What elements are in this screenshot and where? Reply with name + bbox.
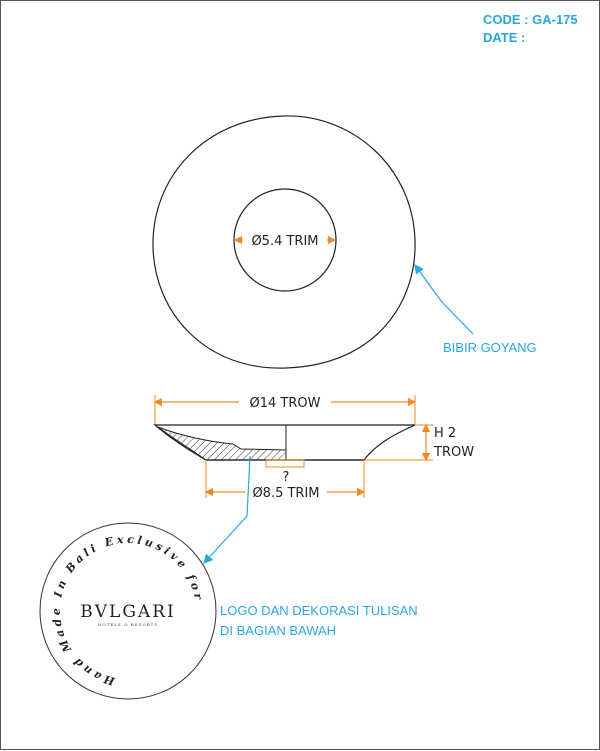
logo-view: Hand Made In Bali Exclusive for BVLGARI …: [39, 522, 418, 700]
section-view: Ø14 TROW ? H 2 TROW Ø8.5 TRIM: [153, 393, 474, 564]
code-row: CODE : GA-175: [483, 11, 578, 29]
logo-brand: BVLGARI: [80, 602, 175, 622]
outer-rim-circle: [152, 115, 416, 369]
label-mask: [239, 393, 331, 410]
logo-callout-line-2: DI BAGIAN BAWAH: [220, 623, 336, 638]
unknown-mark: ?: [283, 470, 290, 485]
hatched-cut-section: [157, 426, 287, 461]
bottom-dimension-label: Ø8.5 TRIM: [252, 486, 319, 501]
label-mask: [243, 231, 327, 248]
height-dimension-label-2: TROW: [433, 445, 474, 460]
date-label: DATE :: [483, 30, 526, 45]
base-recess-mark: [265, 459, 305, 468]
logo-tagline: HOTELS & RESORTS: [98, 622, 158, 627]
top-view: Ø5.4 TRIM BIBIR GOYANG: [152, 115, 537, 369]
rim-callout-leader: [414, 264, 474, 335]
logo-outer-circle: [39, 522, 217, 700]
inner-dimension-label: Ø5.4 TRIM: [251, 234, 318, 249]
code-label: CODE :: [483, 12, 529, 27]
rim-callout-label: BIBIR GOYANG: [443, 340, 537, 355]
height-dimension-label-1: H 2: [434, 426, 456, 441]
logo-callout-line-1: LOGO DAN DEKORASI TULISAN: [220, 603, 418, 618]
logo-callout-leader: [203, 455, 251, 564]
code-value: GA-175: [532, 12, 578, 27]
header-info: CODE : GA-175 DATE :: [483, 11, 578, 47]
top-dimension-label: Ø14 TROW: [250, 396, 321, 411]
label-mask: [245, 484, 327, 501]
